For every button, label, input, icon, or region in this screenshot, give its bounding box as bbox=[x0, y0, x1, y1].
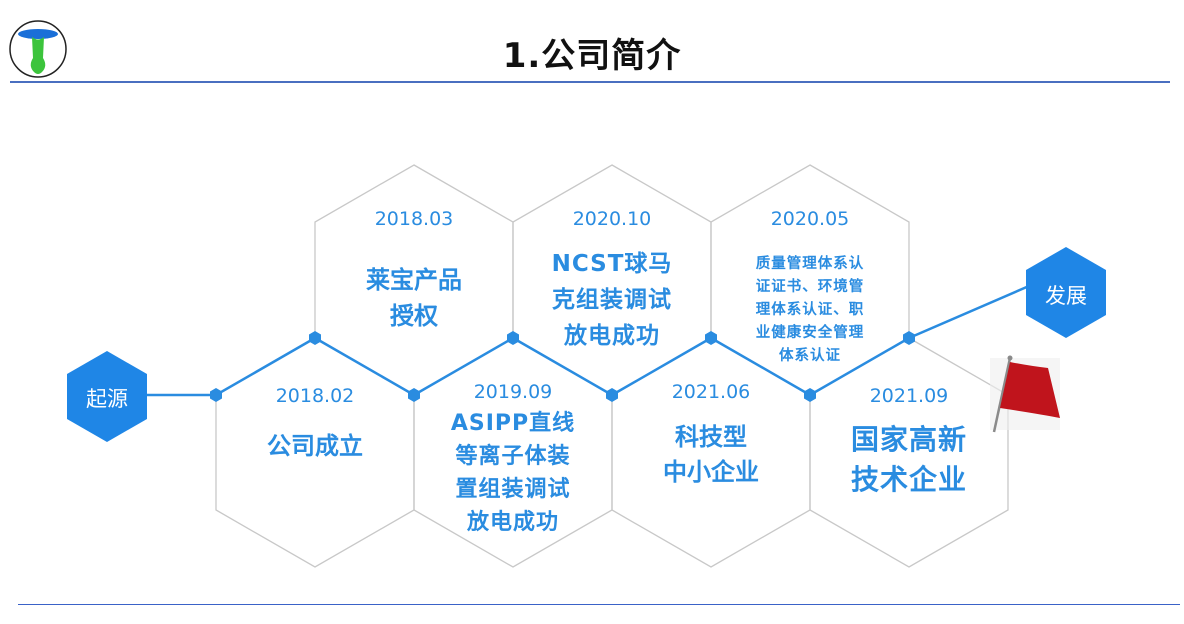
milestone-date: 2018.02 bbox=[275, 385, 355, 407]
milestone-date: 2020.05 bbox=[770, 208, 850, 230]
milestone-date: 2019.09 bbox=[473, 381, 553, 403]
milestone-text: NCST球马 克组装调试 放电成功 bbox=[551, 251, 673, 349]
start-badge bbox=[67, 351, 147, 442]
milestone-date: 2020.10 bbox=[572, 208, 652, 230]
timeline-path bbox=[110, 268, 1067, 397]
milestone-date: 2018.03 bbox=[374, 208, 454, 230]
footer-divider bbox=[18, 604, 1180, 605]
start-badge-label: 起源 bbox=[86, 387, 128, 411]
milestone-date: 2021.06 bbox=[671, 381, 751, 403]
milestone-text: 质量管理体系认 证证书、环境管 理体系认证、职 业健康安全管理 体系认证 bbox=[755, 256, 865, 364]
timeline-node bbox=[903, 331, 915, 345]
company-logo-icon bbox=[9, 20, 67, 78]
red-flag-icon bbox=[990, 355, 1060, 433]
timeline-node bbox=[705, 331, 717, 345]
page-title: 1.公司简介 bbox=[502, 36, 682, 76]
timeline-nodes bbox=[210, 331, 915, 402]
end-badge-label: 发展 bbox=[1045, 284, 1087, 308]
milestone-text: 科技型 中小企业 bbox=[663, 423, 759, 486]
milestone-text: 公司成立 bbox=[267, 432, 363, 460]
milestone-text: 国家高新 技术企业 bbox=[850, 423, 967, 496]
milestone-text: 莱宝产品 授权 bbox=[366, 266, 462, 330]
timeline-node bbox=[210, 388, 222, 402]
milestone-date: 2021.09 bbox=[869, 385, 949, 407]
timeline-node bbox=[507, 331, 519, 345]
end-badge bbox=[1026, 247, 1106, 338]
header-divider bbox=[10, 81, 1170, 83]
timeline-node bbox=[309, 331, 321, 345]
timeline-node bbox=[408, 388, 420, 402]
milestone-text: ASIPP直线 等离子体装 置组装调试 放电成功 bbox=[450, 411, 576, 535]
timeline-node bbox=[606, 388, 618, 402]
timeline-node bbox=[804, 388, 816, 402]
